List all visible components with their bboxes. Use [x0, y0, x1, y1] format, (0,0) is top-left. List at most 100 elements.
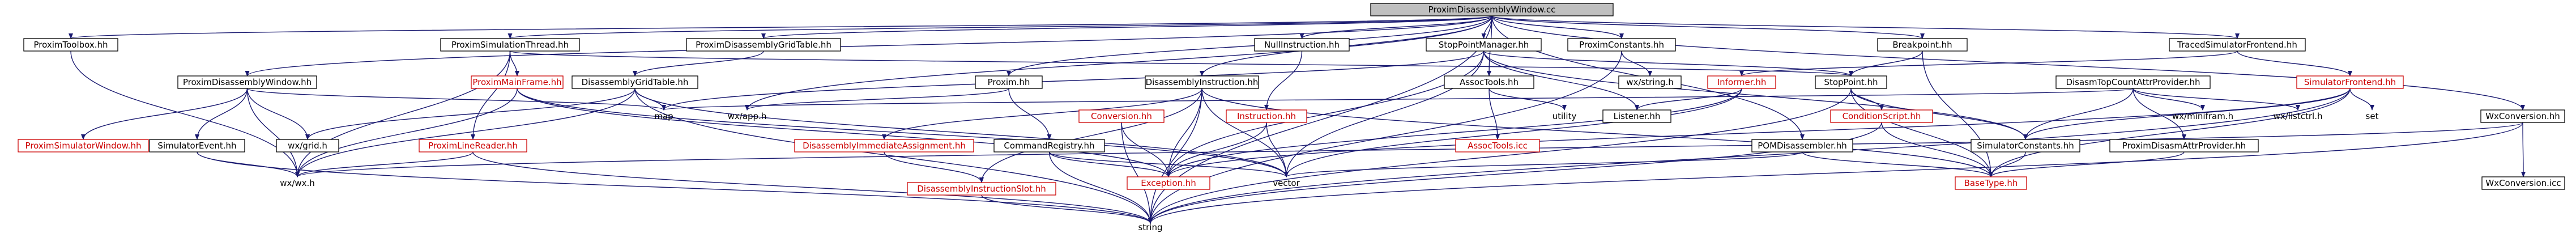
node-box	[686, 38, 841, 52]
node-box	[975, 75, 1043, 89]
graph-node-atic[interactable]: AssocTools.icc	[1455, 139, 1540, 152]
graph-node-wxc[interactable]: WxConversion.hh	[2480, 109, 2565, 123]
edge-sp-to-sc	[1850, 88, 2028, 140]
graph-node-cr[interactable]: CommandRegistry.hh	[993, 139, 1105, 152]
edge-inf-to-vector	[1284, 88, 1742, 177]
node-box	[1226, 109, 1307, 123]
node-box	[1815, 75, 1887, 89]
node-box	[419, 139, 527, 152]
node-label: Proxim.hh	[988, 77, 1030, 87]
node-label: wx/minifram.h	[2172, 111, 2233, 121]
edge-at-to-utility	[1489, 88, 1567, 111]
node-box	[1877, 38, 1968, 52]
graph-node-spm[interactable]: StopPointManager.hh	[1426, 38, 1542, 52]
edge-root-to-pst	[508, 15, 1492, 39]
graph-node-pmf[interactable]: ProximMainFrame.hh	[471, 75, 564, 89]
graph-node-wxgrid[interactable]: wx/grid.h	[276, 139, 339, 152]
graph-node-dtcap[interactable]: DisasmTopCountAttrProvider.hh	[2055, 75, 2211, 89]
node-box	[1618, 75, 1682, 89]
graph-node-ni[interactable]: NullInstruction.hh	[1254, 38, 1350, 52]
graph-node-psw[interactable]: ProximSimulatorWindow.hh	[18, 139, 149, 152]
node-label: Listener.hh	[1614, 111, 1661, 121]
edge-dtcap-to-wxminifram	[2133, 88, 2205, 111]
edge-root-to-ni	[1299, 15, 1492, 39]
node-box	[1971, 139, 2080, 152]
edge-sf-to-set	[2349, 88, 2374, 111]
node-box	[1444, 75, 1534, 89]
graph-node-listener[interactable]: Listener.hh	[1602, 109, 1671, 123]
node-label: DisasmTopCountAttrProvider.hh	[2066, 77, 2200, 87]
graph-node-di[interactable]: DisassemblyInstruction.hh	[1145, 75, 1259, 89]
edge-pmf-to-wxwx	[295, 88, 518, 177]
edge-conv-to-exc	[1121, 122, 1171, 177]
node-box	[2296, 75, 2404, 89]
graph-node-pdap[interactable]: ProximDisasmAttrProvider.hh	[2109, 139, 2259, 152]
edge-root-to-tsf	[1491, 15, 2240, 39]
edge-instr-to-vector	[1266, 122, 1289, 177]
graph-node-utility: utility	[1553, 111, 1577, 121]
node-box	[794, 139, 974, 152]
graph-node-bp[interactable]: Breakpoint.hh	[1877, 38, 1968, 52]
graph-node-instr[interactable]: Instruction.hh	[1226, 109, 1307, 123]
graph-node-proxim[interactable]: Proxim.hh	[975, 75, 1043, 89]
graph-node-se[interactable]: SimulatorEvent.hh	[149, 139, 245, 152]
node-label: vector	[1273, 178, 1300, 188]
edge-at-to-atic	[1489, 88, 1500, 140]
graph-node-inf[interactable]: Informer.hh	[1707, 75, 1776, 89]
graph-node-conv[interactable]: Conversion.hh	[1078, 109, 1165, 123]
edge-dgt-to-vector	[634, 88, 1289, 177]
edge-sp-to-basetype	[1850, 88, 1993, 177]
edge-spm-to-exc	[1166, 50, 1485, 177]
graph-node-tsf[interactable]: TracedSimulatorFrontend.hh	[2169, 38, 2306, 52]
graph-node-wxlistctrl: wx/listctrl.h	[2274, 111, 2323, 121]
graph-node-pt[interactable]: ProximToolbox.hh	[23, 38, 118, 52]
edge-pdap-to-basetype	[1989, 151, 2185, 177]
graph-node-at[interactable]: AssocTools.hh	[1444, 75, 1534, 89]
edge-root-to-proxim	[1006, 15, 1492, 77]
node-label: ProximDisassemblyWindow.cc	[1428, 5, 1556, 15]
node-label: ProximConstants.hh	[1579, 40, 1664, 50]
edge-proxim-to-cr	[1008, 88, 1052, 140]
graph-node-pst[interactable]: ProximSimulationThread.hh	[440, 38, 580, 52]
edge-dig-to-string	[981, 194, 1153, 224]
node-label: DisassemblyGridTable.hh	[582, 77, 689, 87]
graph-node-cs[interactable]: ConditionScript.hh	[1830, 109, 1933, 123]
edge-di-to-dia	[882, 88, 1202, 140]
graph-node-pomd[interactable]: POMDisassembler.hh	[1751, 139, 1853, 152]
edge-sf-to-exc	[1166, 88, 2351, 177]
graph-node-sp[interactable]: StopPoint.hh	[1815, 75, 1887, 89]
node-box	[2109, 139, 2259, 152]
graph-node-dia[interactable]: DisassemblyImmediateAssignment.hh	[794, 139, 974, 152]
graph-node-dgt[interactable]: DisassemblyGridTable.hh	[572, 75, 698, 89]
edge-spm-to-listener	[1483, 50, 1639, 111]
graph-node-wxstring[interactable]: wx/string.h	[1618, 75, 1682, 89]
node-box	[1254, 38, 1350, 52]
graph-node-plr[interactable]: ProximLineReader.hh	[419, 139, 527, 152]
edge-wxc-to-wxwx	[295, 122, 2523, 177]
node-label: ProximDisassemblyGridTable.hh	[696, 40, 831, 50]
graph-node-pdw[interactable]: ProximDisassemblyWindow.hh	[177, 75, 317, 89]
graph-node-wxcicc[interactable]: WxConversion.icc	[2481, 176, 2565, 190]
node-label: wx/app.h	[728, 111, 767, 121]
node-box	[2480, 109, 2565, 123]
graph-node-pc[interactable]: ProximConstants.hh	[1567, 38, 1676, 52]
edge-sp-to-cs	[1850, 88, 1884, 111]
graph-node-set: set	[2366, 111, 2379, 121]
graph-node-sc[interactable]: SimulatorConstants.hh	[1971, 139, 2080, 152]
edge-se-to-wxwx	[197, 151, 300, 177]
graph-node-root[interactable]: ProximDisassemblyWindow.cc	[1370, 3, 1614, 16]
graph-node-exc[interactable]: Exception.hh	[1127, 176, 1210, 190]
graph-node-basetype[interactable]: BaseType.hh	[1955, 176, 2027, 190]
graph-node-dig[interactable]: DisassemblyInstructionSlot.hh	[907, 182, 1056, 196]
node-label: POMDisassembler.hh	[1758, 141, 1846, 151]
node-label: map	[654, 111, 673, 121]
edge-root-to-pc	[1491, 15, 1624, 39]
graph-node-sf[interactable]: SimulatorFrontend.hh	[2296, 75, 2404, 89]
graph-node-pdgt[interactable]: ProximDisassemblyGridTable.hh	[686, 38, 841, 52]
edge-sf-to-basetype	[1989, 88, 2351, 177]
node-label: DisassemblyInstructionSlot.hh	[917, 184, 1046, 194]
node-box	[1078, 109, 1165, 123]
node-label: AssocTools.icc	[1468, 141, 1528, 151]
edge-root-to-pt	[69, 15, 1492, 39]
